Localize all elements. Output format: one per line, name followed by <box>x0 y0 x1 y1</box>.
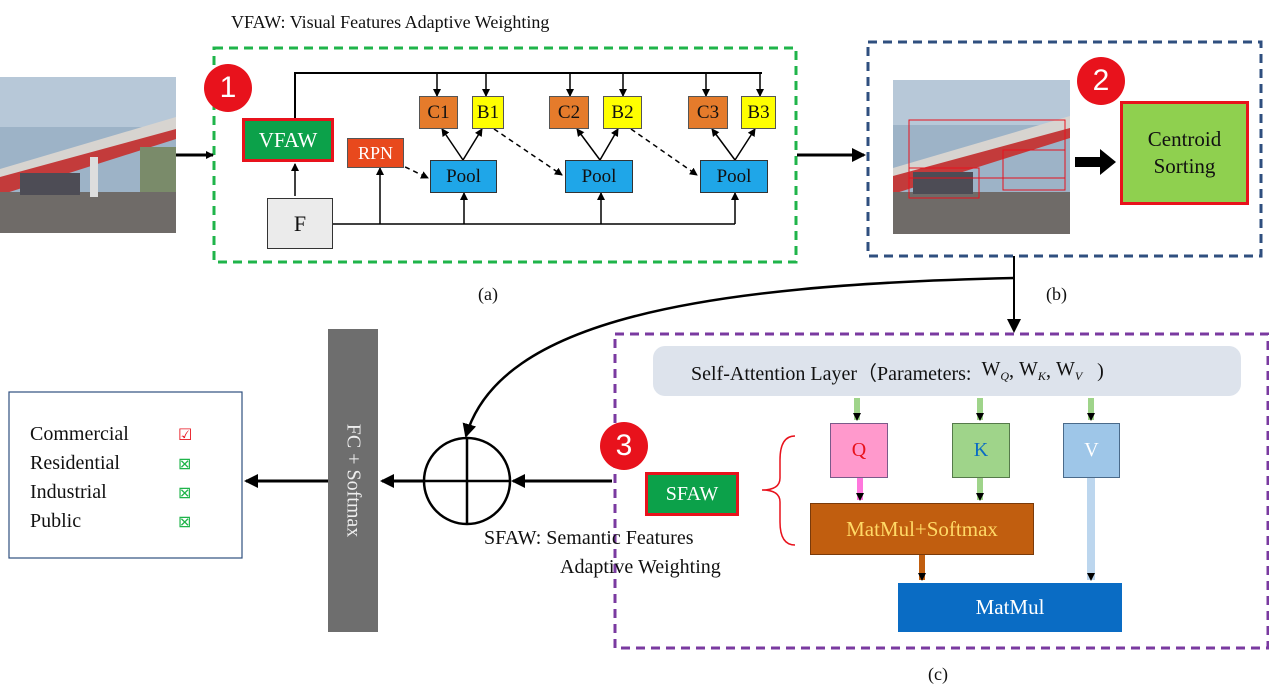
panel-a-title: VFAW: Visual Features Adaptive Weighting <box>231 12 550 32</box>
fc-softmax-bar: FC + Softmax <box>328 329 378 632</box>
c1-box: C1 <box>419 96 458 129</box>
brace <box>761 435 796 546</box>
badge-1: 1 <box>204 64 252 112</box>
panel-b-caption: (b) <box>1046 284 1067 304</box>
pool-box-2: Pool <box>565 160 633 193</box>
fc-softmax-label: FC + Softmax <box>342 423 365 538</box>
detected-image <box>893 80 1070 234</box>
b3-box: B3 <box>741 96 776 129</box>
v-box: V <box>1063 423 1120 478</box>
matmul-box: MatMul <box>898 583 1122 632</box>
output-frame <box>8 391 243 559</box>
badge-2: 2 <box>1077 57 1125 105</box>
panel-c-frame <box>613 332 1269 650</box>
input-street-view-image <box>0 77 176 233</box>
k-box: K <box>952 423 1010 478</box>
vfaw-box: VFAW <box>242 118 334 162</box>
f-box: F <box>267 198 333 249</box>
wv-symbol: WV <box>1055 358 1083 383</box>
self-attention-layer: Self-Attention Layer（Parameters: WQ , WK… <box>653 346 1241 396</box>
b1-box: B1 <box>472 96 504 129</box>
output-row-residential: Residential ⊠ <box>30 452 192 474</box>
check-icon: ☑ <box>178 424 193 444</box>
output-row-commercial: Commercial ☑ <box>30 423 193 445</box>
panel-c-caption: (c) <box>928 664 948 684</box>
thick-arrow <box>1075 149 1116 175</box>
wk-symbol: WK <box>1019 358 1046 383</box>
panel-a-frame <box>212 46 798 264</box>
b2-box: B2 <box>603 96 642 129</box>
c2-box: C2 <box>549 96 589 129</box>
attention-label: Self-Attention Layer（Parameters: <box>691 362 972 385</box>
matmul-softmax-box: MatMul+Softmax <box>810 503 1034 555</box>
output-row-industrial: Industrial ⊠ <box>30 481 192 503</box>
cross-icon: ⊠ <box>178 482 192 502</box>
c3-box: C3 <box>688 96 728 129</box>
panel-a-caption: (a) <box>478 284 498 304</box>
sfaw-description-line1: SFAW: Semantic Features <box>484 527 694 549</box>
cross-icon: ⊠ <box>178 511 192 531</box>
q-box: Q <box>830 423 888 478</box>
centroid-sorting-box: Centroid Sorting <box>1120 101 1249 205</box>
cross-icon: ⊠ <box>178 453 192 473</box>
rpn-box: RPN <box>347 138 404 168</box>
badge-3: 3 <box>600 422 648 470</box>
output-class-list: Commercial ☑ Residential ⊠ Industrial ⊠ … <box>30 420 192 536</box>
curve-arrow <box>462 276 1015 438</box>
sfaw-box: SFAW <box>645 472 739 516</box>
pool-box-3: Pool <box>700 160 768 193</box>
sfaw-description-line2: Adaptive Weighting <box>560 556 721 578</box>
vfaw-bus-line <box>294 72 762 118</box>
pool-box-1: Pool <box>430 160 497 193</box>
wq-symbol: WQ <box>981 358 1010 383</box>
output-row-public: Public ⊠ <box>30 510 192 532</box>
panel-b-frame <box>866 40 1263 258</box>
